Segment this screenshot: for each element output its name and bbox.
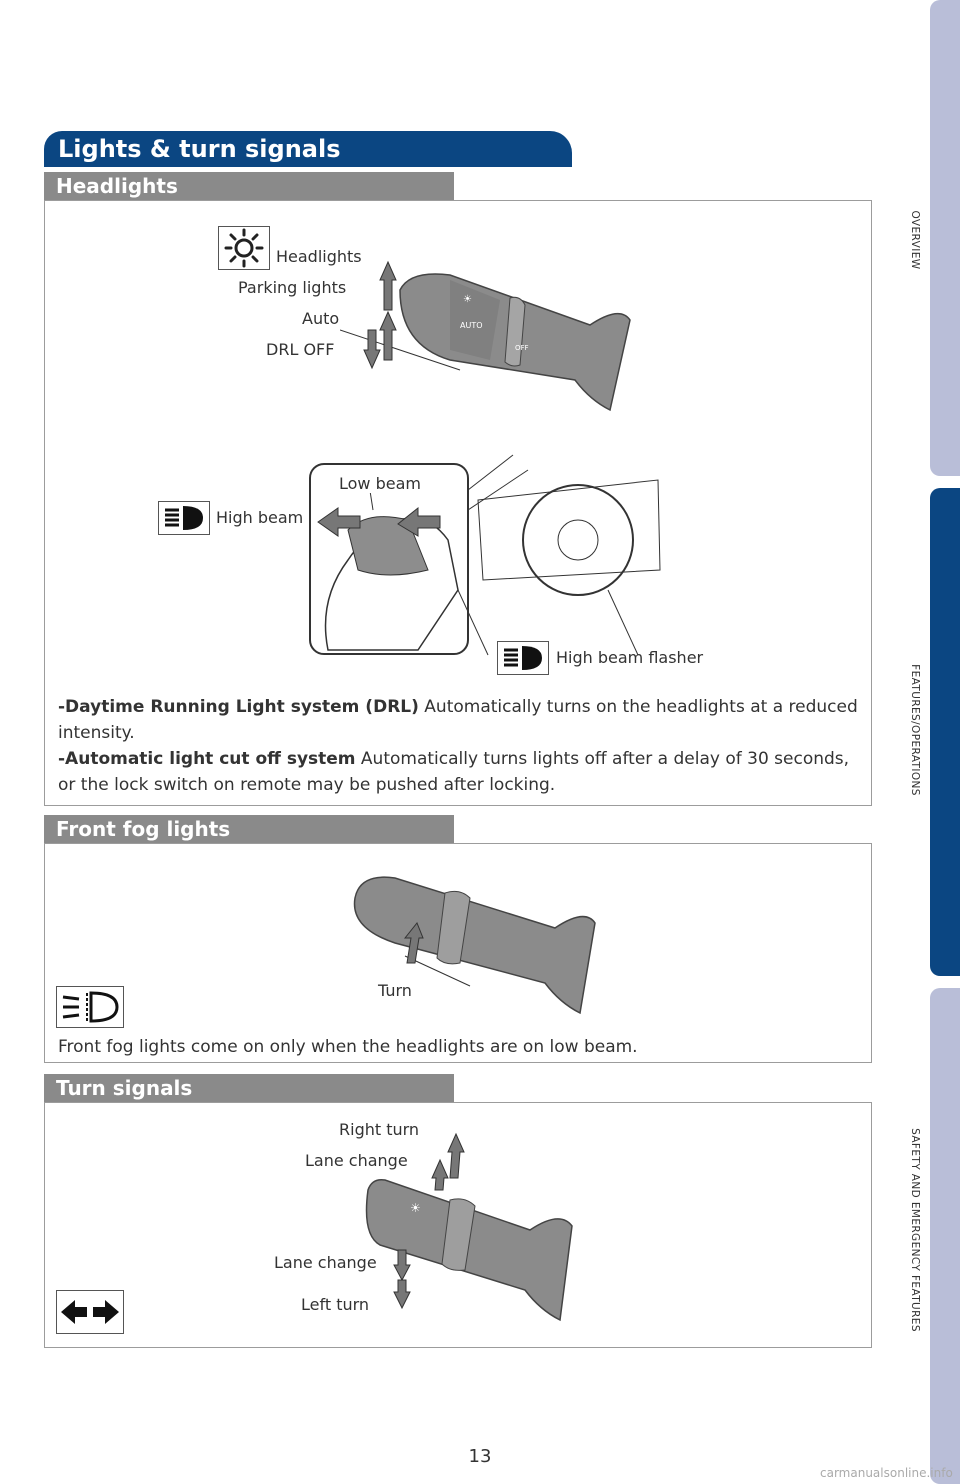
turn-signal-arrows-icon	[56, 1290, 124, 1334]
headlight-sun-icon	[218, 226, 270, 270]
side-tab-overview-label: OVERVIEW	[909, 210, 921, 270]
drl-term: -Daytime Running Light system (DRL)	[58, 697, 419, 717]
high-beam-flasher-icon	[497, 641, 549, 675]
label-parking-lights: Parking lights	[238, 278, 347, 297]
beam-lever-illustration	[309, 454, 661, 656]
fog-note: Front fog lights come on only when the h…	[58, 1037, 638, 1057]
turn-signal-lever-illustration: ☀	[365, 1132, 573, 1322]
label-auto: Auto	[302, 309, 340, 328]
side-tab-overview[interactable]	[930, 0, 960, 476]
cutoff-term: -Automatic light cut off system	[58, 749, 356, 769]
side-tab-safety[interactable]	[930, 988, 960, 1484]
cutoff-paragraph: -Automatic light cut off system Automati…	[58, 746, 862, 798]
label-turn: Turn	[378, 981, 412, 1000]
fog-lever-illustration	[353, 876, 596, 1015]
headlight-lever-illustration: ☀ AUTO OFF	[340, 260, 631, 412]
fog-light-icon	[56, 986, 124, 1028]
label-right-turn: Right turn	[339, 1120, 420, 1139]
label-lane-change-up: Lane change	[305, 1151, 408, 1170]
page-number: 13	[468, 1446, 492, 1467]
turn-signals-heading: Turn signals	[44, 1074, 454, 1102]
label-high-beam-flasher: High beam flasher	[556, 648, 704, 667]
drl-text: Automatically turns on the headlights at…	[58, 697, 858, 743]
svg-text:☀: ☀	[410, 1201, 421, 1215]
label-low-beam: Low beam	[337, 474, 423, 493]
svg-text:OFF: OFF	[515, 344, 529, 352]
svg-text:☀: ☀	[463, 294, 472, 305]
watermark: carmanualsonline.info	[820, 1466, 953, 1480]
side-tab-features-label: FEATURES/OPERATIONS	[909, 664, 921, 796]
label-high-beam: High beam	[216, 508, 304, 527]
drl-paragraph: -Daytime Running Light system (DRL) Auto…	[58, 694, 862, 746]
label-lane-change-down: Lane change	[274, 1253, 377, 1272]
high-beam-icon	[158, 501, 210, 535]
label-drl-off: DRL OFF	[266, 340, 335, 359]
side-tab-safety-label: SAFETY AND EMERGENCY FEATURES	[909, 1128, 921, 1332]
svg-text:AUTO: AUTO	[460, 321, 483, 330]
side-tab-features[interactable]	[930, 488, 960, 976]
headlights-heading: Headlights	[44, 172, 454, 200]
fog-heading: Front fog lights	[44, 815, 454, 843]
cutoff-text: Automatically turns lights off after a d…	[58, 749, 850, 795]
label-left-turn: Left turn	[301, 1295, 370, 1314]
label-headlights: Headlights	[276, 247, 362, 266]
page-title: Lights & turn signals	[44, 131, 572, 167]
